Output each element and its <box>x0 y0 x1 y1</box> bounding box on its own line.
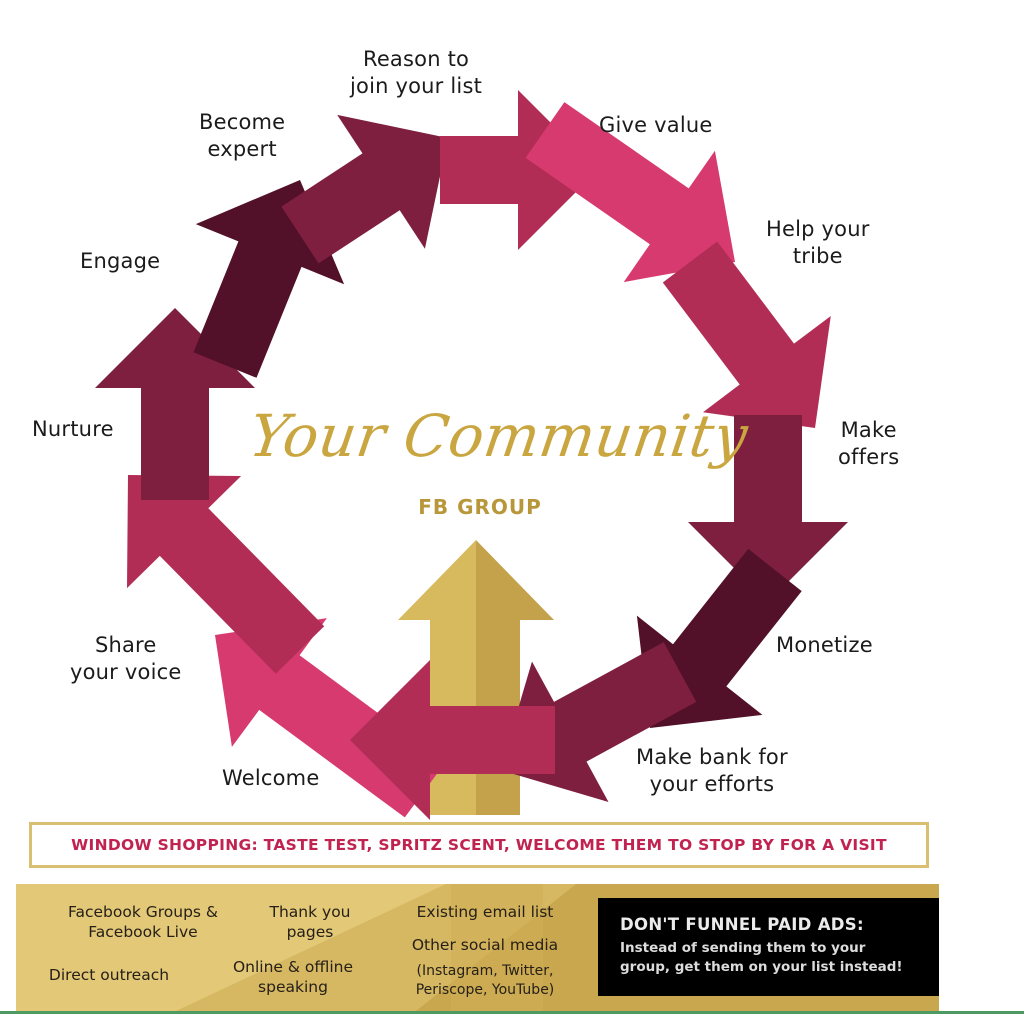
step-label-give-value: Give value <box>599 112 713 139</box>
source-line: Direct outreach <box>48 966 170 984</box>
step-label-make-bank: Make bank for your efforts <box>636 744 788 798</box>
label-line: Become <box>199 110 286 134</box>
source-thank-you-pages: Thank you pages <box>250 902 370 942</box>
source-other-social-detail: (Instagram, Twitter, Periscope, YouTube) <box>390 962 580 1000</box>
label-line: tribe <box>792 244 843 268</box>
step-label-become-expert: Become expert <box>199 109 285 163</box>
bottom-divider <box>0 1011 1024 1014</box>
label-line: Give value <box>599 113 713 137</box>
arrow-welcome <box>350 660 555 820</box>
source-line: Other social media <box>411 936 559 954</box>
arrow-give-value <box>525 102 735 283</box>
label-line: Monetize <box>776 633 873 657</box>
step-label-engage: Engage <box>80 248 160 275</box>
label-line: Share <box>94 633 157 657</box>
paid-ads-title: DON'T FUNNEL PAID ADS: <box>620 915 864 934</box>
source-line: (Instagram, Twitter, <box>416 963 554 979</box>
label-line: your efforts <box>649 772 775 796</box>
label-line: Nurture <box>32 417 114 441</box>
label-line: Welcome <box>222 766 320 790</box>
label-line: Make bank for <box>636 745 788 769</box>
label-line: expert <box>207 137 277 161</box>
step-label-nurture: Nurture <box>32 416 114 443</box>
arrow-ring <box>95 90 848 820</box>
paid-ads-callout: DON'T FUNNEL PAID ADS: Instead of sendin… <box>598 898 939 996</box>
source-speaking: Online & offline speaking <box>218 957 368 997</box>
step-label-reason-to-join: Reason to join your list <box>350 46 482 100</box>
step-label-monetize: Monetize <box>776 632 873 659</box>
paid-ads-body: Instead of sending them to your group, g… <box>620 939 939 977</box>
step-label-help-your-tribe: Help your tribe <box>766 216 870 270</box>
source-line: speaking <box>258 978 328 996</box>
community-subtitle: FB GROUP <box>418 495 542 519</box>
source-direct-outreach: Direct outreach <box>34 965 184 985</box>
step-label-share-your-voice: Share your voice <box>70 632 181 686</box>
source-line: Facebook Live <box>88 923 198 941</box>
arrow-become-expert <box>281 114 448 264</box>
label-line: Engage <box>80 249 161 273</box>
source-line: Thank you <box>269 903 351 921</box>
arrow-help-your-tribe <box>662 241 831 428</box>
label-line: join your list <box>350 74 483 98</box>
source-line: pages <box>286 923 334 941</box>
label-line: Make <box>840 418 897 442</box>
source-facebook-groups: Facebook Groups & Facebook Live <box>58 902 228 942</box>
arrow-share-to-nurture <box>127 475 325 674</box>
source-line: Periscope, YouTube) <box>415 982 555 998</box>
step-label-welcome: Welcome <box>222 765 319 792</box>
label-line: offers <box>838 445 900 469</box>
label-line: Help your <box>766 217 870 241</box>
label-line: your voice <box>70 660 182 684</box>
window-shopping-text: WINDOW SHOPPING: TASTE TEST, SPRITZ SCEN… <box>71 836 887 854</box>
source-existing-email: Existing email list <box>390 902 580 922</box>
label-line: Reason to <box>362 47 470 71</box>
step-label-make-offers: Make offers <box>838 417 899 471</box>
paid-ads-line: Instead of sending them to your <box>620 940 866 956</box>
community-title: Your Community <box>245 402 753 470</box>
source-other-social: Other social media <box>390 935 580 955</box>
arrow-make-offers <box>688 415 848 602</box>
window-shopping-banner: WINDOW SHOPPING: TASTE TEST, SPRITZ SCEN… <box>29 822 929 868</box>
source-line: Online & offline <box>232 958 354 976</box>
source-line: Facebook Groups & <box>67 903 219 921</box>
arrow-reason-to-join <box>440 90 598 250</box>
paid-ads-line: group, get them on your list instead! <box>620 959 903 975</box>
source-line: Existing email list <box>416 903 554 921</box>
